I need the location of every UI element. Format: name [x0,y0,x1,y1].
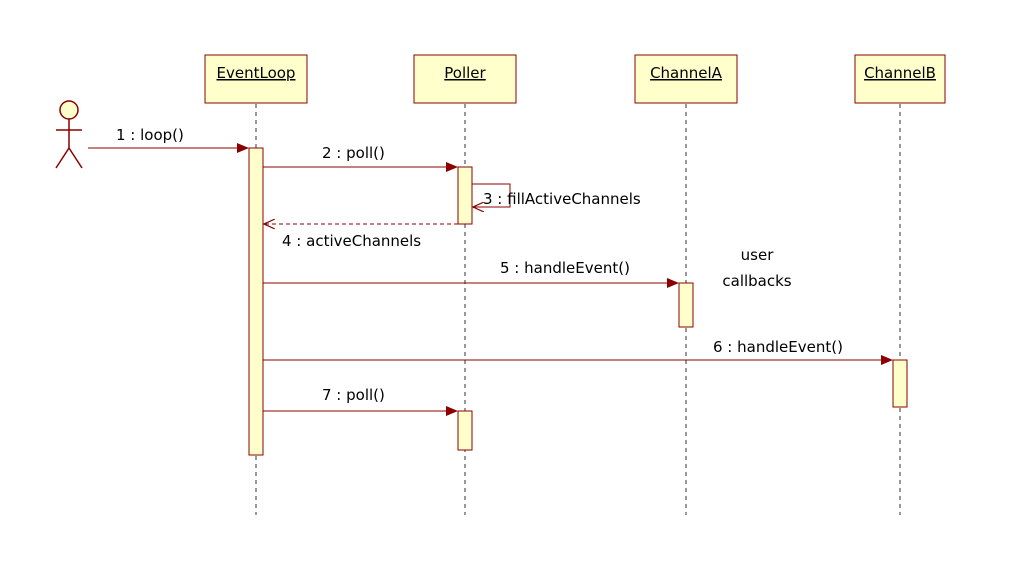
activation-poller-2 [457,410,473,451]
note-line1: user [741,246,775,264]
message-4-label: 4 : activeChannels [282,232,421,250]
object-poller: Poller [413,54,517,104]
message-3-label: 3 : fillActiveChannels [483,190,641,208]
activation-eventloop [248,147,264,456]
object-poller-label: Poller [444,64,486,82]
activation-poller-1 [457,166,473,225]
object-channela: ChannelA [634,54,738,104]
message-7-label: 7 : poll() [322,386,385,404]
message-3-arrow [472,183,511,207]
object-channela-label: ChannelA [650,64,723,82]
activation-channelb [892,359,908,408]
message-1-label: 1 : loop() [116,126,184,144]
note-line2: callbacks [722,272,791,290]
object-channelb-label: ChannelB [864,64,936,82]
object-eventloop-label: EventLoop [217,64,296,82]
object-eventloop: EventLoop [204,54,308,104]
message-5-label: 5 : handleEvent() [500,259,630,277]
activation-channela [678,282,694,328]
actor-icon [55,100,83,169]
object-channelb: ChannelB [854,54,946,104]
message-6-label: 6 : handleEvent() [713,338,843,356]
message-2-label: 2 : poll() [322,144,385,162]
